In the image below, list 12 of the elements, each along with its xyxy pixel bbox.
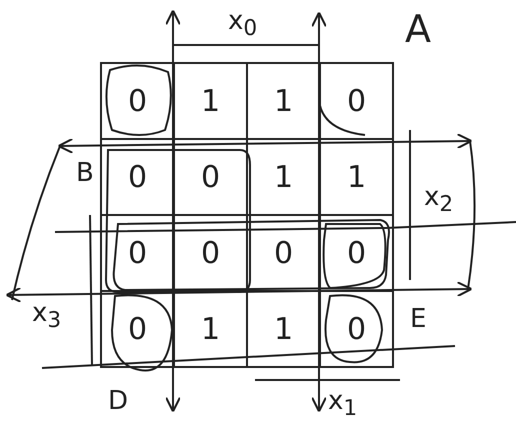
variable-label: x$_{1}$ (328, 388, 358, 420)
map-cell: 0 (319, 62, 394, 140)
map-cell: 0 (100, 290, 175, 368)
variable-label: x$_{3}$ (32, 300, 62, 332)
variable-label: E (410, 306, 426, 332)
map-cell: 0 (100, 62, 175, 140)
map-cell: 0 (319, 290, 394, 368)
variable-label: x$_{0}$ (228, 8, 258, 40)
variable-label: x$_{2}$ (424, 184, 454, 216)
variable-label: B (76, 160, 94, 186)
variable-label: D (108, 388, 128, 414)
variable-label: A (405, 10, 431, 48)
